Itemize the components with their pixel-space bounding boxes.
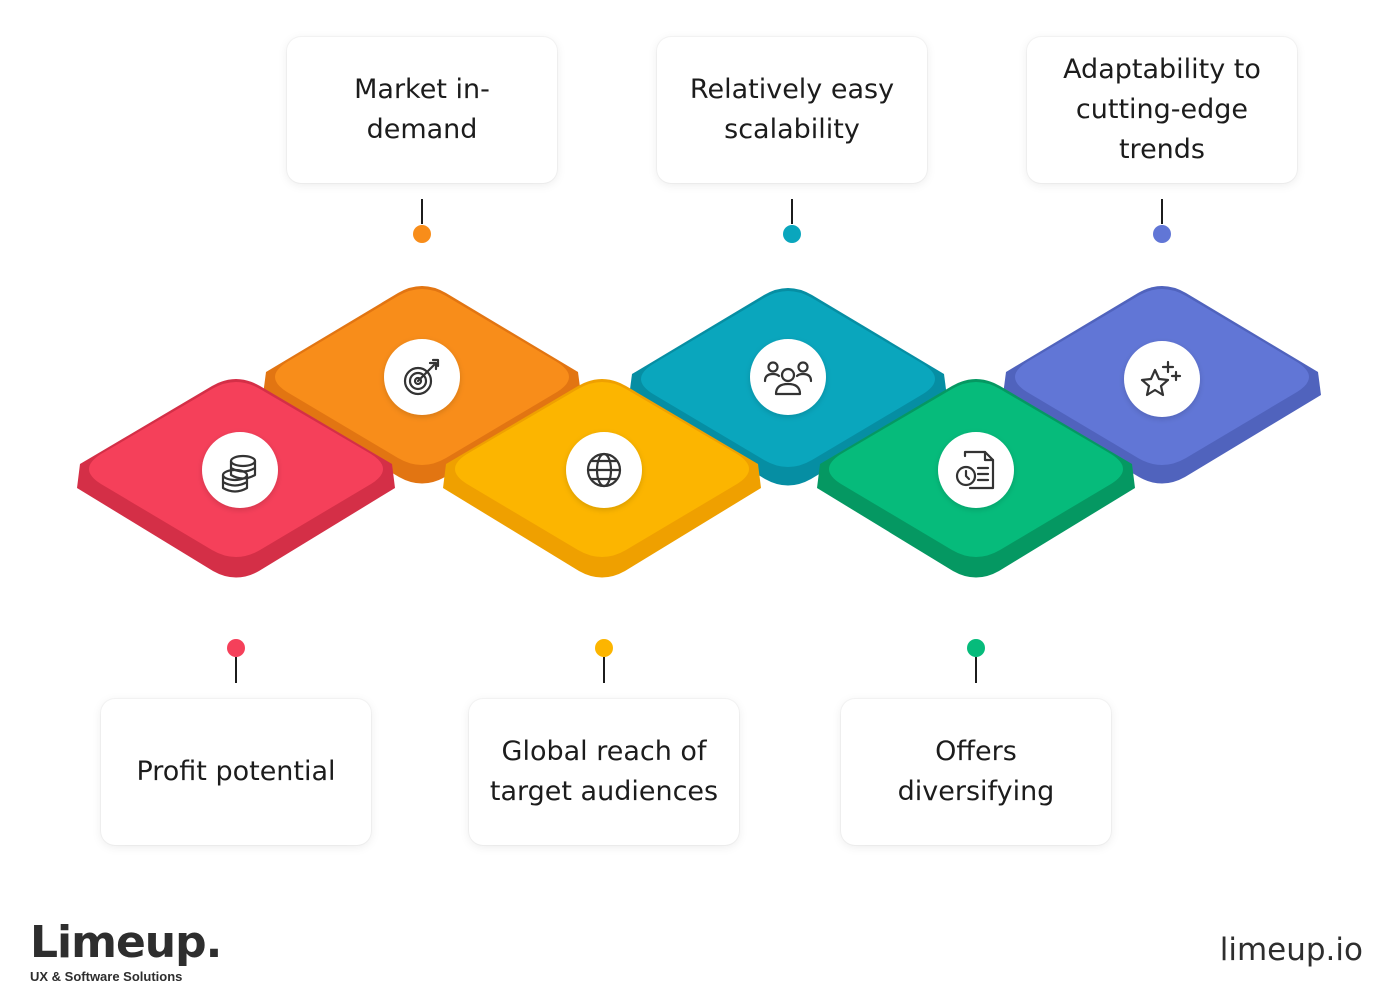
globe-icon [586,452,622,488]
connector-dot [595,639,613,657]
logo-wordmark: Limeup. [30,917,222,968]
card-label: Relatively easy scalability [689,74,895,145]
connector-5 [1153,199,1171,243]
connector-dot [1153,225,1171,243]
connector-1 [413,199,431,243]
icon-badge [750,339,826,415]
connector-2 [595,639,613,683]
card-relatively-easy-scalability: Relatively easy scalability [657,37,927,183]
card-label: Global reach of target audiences [489,736,719,807]
website-url: limeup.io [1219,932,1363,968]
card-label: Market in- demand [354,74,490,145]
tile-offers-diversifying [817,379,1135,578]
icon-badge [938,432,1014,508]
brand-logo: Limeup. UX & Software Solutions [30,917,222,985]
connector-0 [227,639,245,683]
star-sparkle-icon [1140,360,1182,397]
tile-global-reach [443,379,761,578]
card-profit-potential: Profit potential [101,699,371,845]
connector-4 [967,639,985,683]
card-adaptability: Adaptability to cutting-edge trends [1027,37,1297,183]
connector-dot [227,639,245,657]
tile-profit-potential [77,379,395,578]
connector-dot [967,639,985,657]
target-arrow-icon [403,358,440,396]
card-global-reach: Global reach of target audiences [469,699,739,845]
document-clock-icon [955,450,995,490]
card-label: Profit potential [136,756,336,787]
tile-adaptability [1003,286,1321,484]
coins-stack-icon [221,454,257,493]
logo-tagline: UX & Software Solutions [30,969,183,984]
card-label: Adaptability to cutting-edge trends [1063,54,1261,165]
card-offers-diversifying: Offers diversifying [841,699,1111,845]
connector-dot [783,225,801,243]
people-group-icon [763,361,813,396]
card-market-in-demand: Market in- demand [287,37,557,183]
connector-3 [783,199,801,243]
connector-dot [413,225,431,243]
card-label: Offers diversifying [897,736,1055,807]
